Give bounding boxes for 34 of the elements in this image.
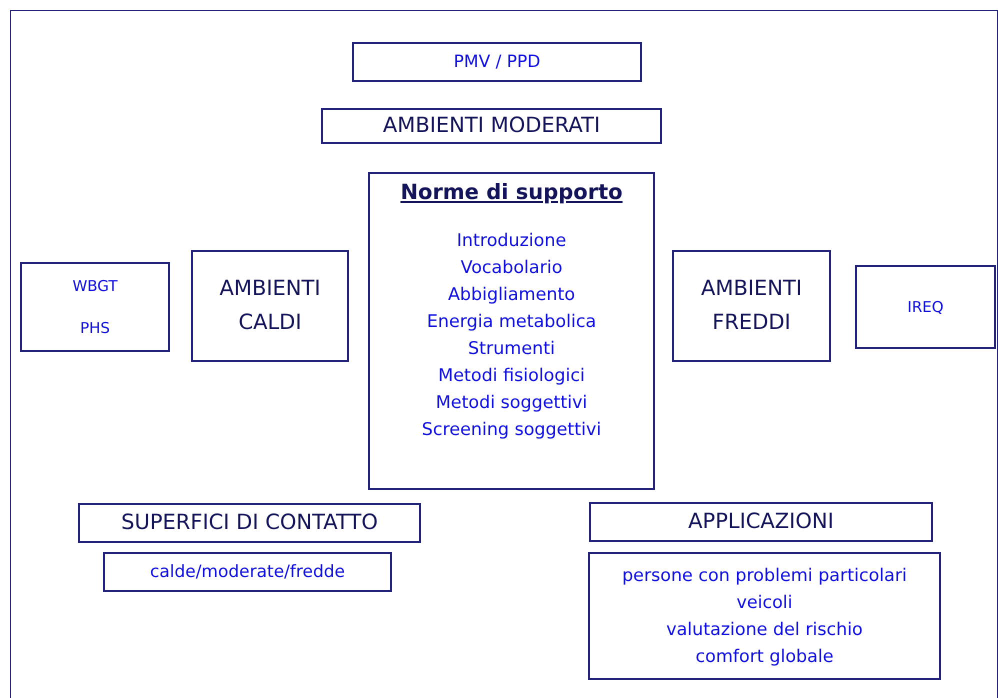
box-title: AMBIENTI FREDDI	[700, 275, 802, 336]
list-item: Strumenti	[468, 339, 555, 359]
list-item: Metodi fisiologici	[438, 366, 585, 386]
list-item: Energia metabolica	[426, 312, 596, 332]
text-box	[191, 250, 349, 362]
list-item: Screening soggettivi	[422, 420, 602, 440]
list-item: valutazione del rischio	[666, 620, 863, 640]
heading: Norme di supporto	[400, 180, 623, 204]
text-box	[588, 552, 941, 680]
text-box	[103, 552, 392, 592]
box-label: PHS	[80, 319, 110, 337]
list-item: persone con problemi particolari	[622, 566, 907, 586]
list-item: Vocabolario	[460, 258, 562, 278]
list-item: veicoli	[736, 592, 793, 612]
box-title: AMBIENTI MODERATI	[382, 112, 600, 140]
text-box	[78, 503, 421, 543]
box-title: SUPERFICI DI CONTATTO	[121, 509, 378, 536]
box-label: IREQ	[907, 298, 944, 316]
box-title: APPLICAZIONI	[688, 508, 834, 536]
text-box	[855, 265, 996, 349]
box-label: WBGT	[72, 277, 118, 295]
text-box	[352, 42, 642, 82]
box-label: calde/moderate/fredde	[150, 562, 346, 582]
list-item: Introduzione	[456, 231, 566, 251]
text-box	[20, 262, 170, 352]
box-title: AMBIENTI CALDI	[219, 275, 321, 336]
list-item: Metodi soggettivi	[436, 393, 588, 413]
box-label: PMV / PPD	[454, 52, 540, 72]
list-item: Abbigliamento	[448, 285, 576, 305]
text-box	[589, 502, 933, 542]
list-item: comfort globale	[695, 646, 834, 666]
text-box	[321, 108, 662, 144]
text-box	[672, 250, 831, 362]
text-box	[368, 172, 655, 490]
